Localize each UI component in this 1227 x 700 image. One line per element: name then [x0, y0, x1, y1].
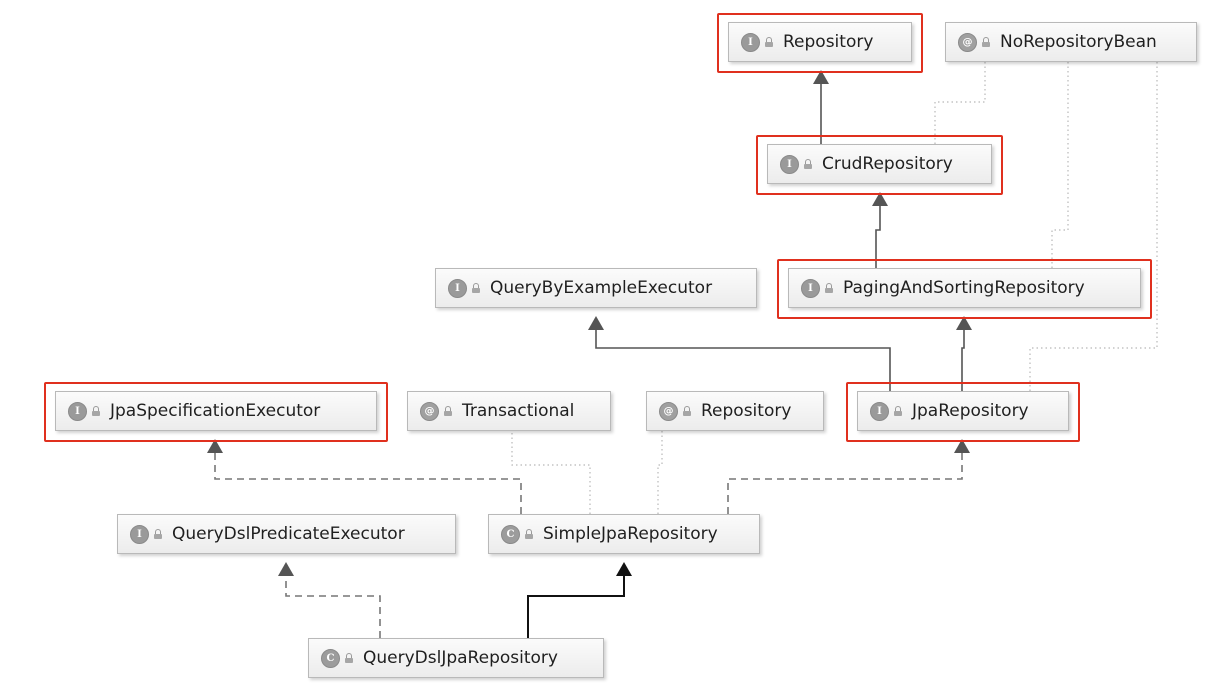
node-label: QueryDslPredicateExecutor [172, 524, 405, 544]
node-transactional[interactable]: @ Transactional [407, 391, 611, 431]
node-label: Repository [701, 401, 792, 421]
node-label: NoRepositoryBean [1000, 32, 1157, 52]
visibility-lock-icon [765, 37, 774, 47]
annotation-kind-icon: @ [659, 401, 678, 421]
arrowhead [872, 192, 888, 206]
arrowhead [956, 316, 972, 330]
visibility-lock-icon [92, 406, 101, 416]
visibility-lock-icon [345, 653, 354, 663]
interface-kind-icon: I [130, 524, 149, 544]
edge-pagingandsortingrepository-to-crudrepository [872, 192, 888, 268]
node-querydslpredicateexecutor[interactable]: I QueryDslPredicateExecutor [117, 514, 456, 554]
edge-simplejparepository-to-jparepository [727, 439, 970, 514]
node-pagingandsortingrepository[interactable]: I PagingAndSortingRepository [788, 268, 1141, 308]
node-simplejparepository[interactable]: C SimpleJpaRepository [488, 514, 760, 554]
node-repository-ann[interactable]: @ Repository [646, 391, 824, 431]
edge-simplejparepository-to-jpaspecificationexecutor [207, 439, 522, 514]
annotation-kind-icon: @ [420, 401, 439, 421]
node-label: PagingAndSortingRepository [843, 278, 1085, 298]
interface-kind-icon: I [801, 278, 820, 298]
interface-kind-icon: I [870, 401, 889, 421]
interface-kind-icon: I [448, 278, 467, 298]
visibility-lock-icon [525, 529, 534, 539]
node-label: CrudRepository [822, 154, 953, 174]
highlight-frame [717, 13, 923, 73]
node-label: QueryByExampleExecutor [490, 278, 713, 298]
interface-kind-icon: I [68, 401, 87, 421]
node-jparepository[interactable]: I JpaRepository [857, 391, 1069, 431]
visibility-lock-icon [982, 37, 991, 47]
arrowhead [588, 316, 604, 330]
highlight-frame [846, 382, 1080, 442]
node-label: QueryDslJpaRepository [363, 648, 558, 668]
node-crudrepository[interactable]: I CrudRepository [767, 144, 992, 184]
node-jpaspecificationexecutor[interactable]: I JpaSpecificationExecutor [55, 391, 377, 431]
visibility-lock-icon [683, 406, 692, 416]
visibility-lock-icon [894, 406, 903, 416]
node-querybyexampleexecutor[interactable]: I QueryByExampleExecutor [435, 268, 757, 308]
arrowhead [207, 439, 223, 453]
edge-simplejparepository-to-repository-ann [657, 431, 663, 514]
edge-jparepository-to-querybyexampleexecutor [588, 316, 891, 391]
arrowhead [954, 439, 970, 453]
node-label: Transactional [462, 401, 575, 421]
interface-kind-icon: I [780, 154, 799, 174]
edge-crudrepository-to-repository-iface [813, 70, 829, 144]
edge-jparepository-to-norepositorybean [1029, 62, 1158, 391]
node-label: JpaRepository [912, 401, 1029, 421]
arrowhead [616, 562, 632, 576]
annotation-kind-icon: @ [958, 32, 977, 52]
node-label: JpaSpecificationExecutor [110, 401, 321, 421]
visibility-lock-icon [154, 529, 163, 539]
class-kind-icon: C [321, 648, 340, 668]
highlight-frame [756, 135, 1003, 195]
edge-querydsljparepository-to-querydslpredicateexecutor [278, 562, 381, 638]
highlight-frame [44, 382, 388, 442]
class-kind-icon: C [501, 524, 520, 544]
node-norepositorybean[interactable]: @ NoRepositoryBean [945, 22, 1197, 62]
node-label: SimpleJpaRepository [543, 524, 718, 544]
node-querydsljparepository[interactable]: C QueryDslJpaRepository [308, 638, 604, 678]
arrowhead [278, 562, 294, 576]
visibility-lock-icon [444, 406, 453, 416]
node-label: Repository [783, 32, 874, 52]
edge-crudrepository-to-norepositorybean [934, 62, 986, 144]
highlight-frame [777, 259, 1152, 319]
visibility-lock-icon [804, 159, 813, 169]
visibility-lock-icon [472, 283, 481, 293]
edge-jparepository-to-pagingandsortingrepository [956, 316, 972, 391]
interface-kind-icon: I [741, 32, 760, 52]
edge-querydsljparepository-to-simplejparepository [527, 562, 632, 638]
edge-pagingandsortingrepository-to-norepositorybean [1051, 62, 1069, 268]
visibility-lock-icon [825, 283, 834, 293]
arrowhead [813, 70, 829, 84]
edge-simplejparepository-to-transactional [511, 431, 591, 514]
node-repository-iface[interactable]: I Repository [728, 22, 912, 62]
